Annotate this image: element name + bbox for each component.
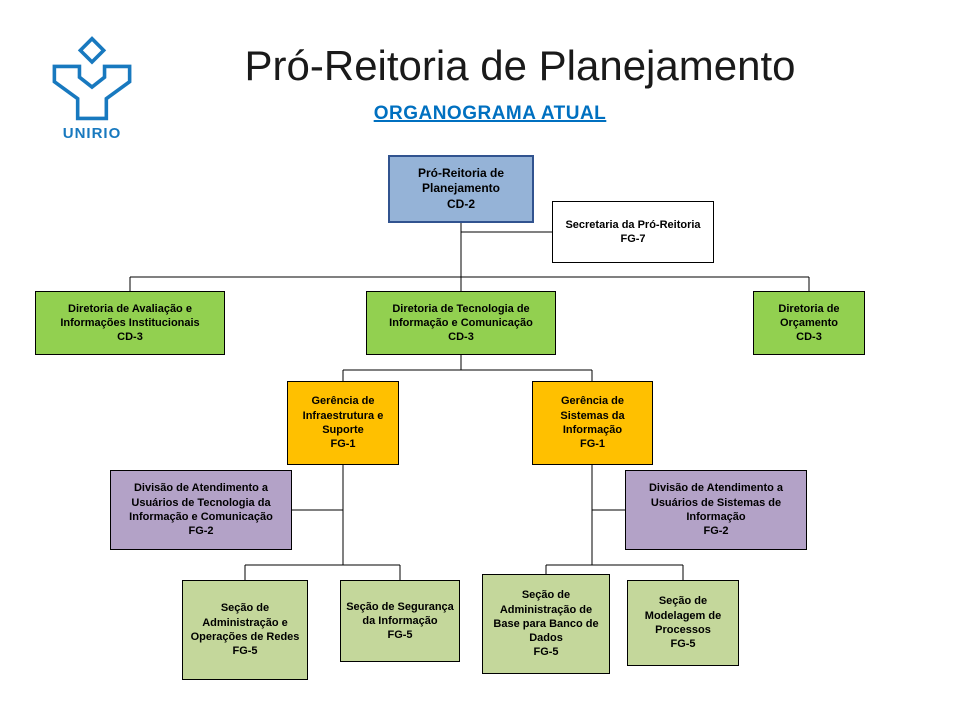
page-subtitle: ORGANOGRAMA ATUAL	[373, 103, 607, 124]
org-node-code: CD-3	[448, 331, 474, 344]
org-node-name: Gerência de Infraestrutura e Suporte	[302, 395, 384, 436]
org-node-code: FG-1	[330, 438, 356, 451]
org-node-name: Secretaria da Pró-Reitoria	[565, 218, 701, 231]
org-node-name: Seção de Administração de Base para Banc…	[493, 589, 599, 645]
org-node-name: Gerência de Sistemas da Informação	[560, 395, 625, 436]
org-node-secao-redes: Seção de Administração e Operações de Re…	[182, 580, 308, 680]
org-node-secao-seguranca: Seção de Segurança da Informação FG-5	[340, 580, 460, 662]
org-node-code: FG-2	[188, 525, 214, 538]
unirio-logo-icon	[52, 36, 132, 121]
org-node-name: Pró-Reitoria de Planejamento	[417, 165, 504, 196]
org-node-diretoria-tecnologia: Diretoria de Tecnologia de Informação e …	[366, 291, 556, 355]
org-node-name: Diretoria de Avaliação e Informações Ins…	[60, 302, 200, 329]
org-node-name: Seção de Modelagem de Processos	[644, 595, 722, 636]
page-title: Pró-Reitoria de Planejamento	[244, 42, 796, 89]
org-node-code: CD-3	[117, 331, 143, 344]
org-node-code: FG-2	[703, 525, 729, 538]
org-node-gerencia-sistemas: Gerência de Sistemas da Informação FG-1	[532, 381, 653, 465]
org-node-code: FG-5	[232, 645, 258, 658]
org-node-code: FG-7	[620, 233, 646, 245]
org-node-name: Seção de Administração e Operações de Re…	[190, 602, 300, 643]
org-node-gerencia-infraestrutura: Gerência de Infraestrutura e Suporte FG-…	[287, 381, 399, 465]
org-node-name: Seção de Segurança da Informação	[346, 600, 454, 627]
org-node-name: Divisão de Atendimento a Usuários de Sis…	[648, 482, 784, 523]
unirio-logo-text: UNIRIO	[62, 125, 122, 142]
org-node-name: Divisão de Atendimento a Usuários de Tec…	[129, 482, 273, 523]
org-node-secretaria: Secretaria da Pró-Reitoria FG-7	[552, 201, 714, 263]
org-node-code: FG-1	[579, 438, 606, 451]
org-node-name: Diretoria de Tecnologia de Informação e …	[389, 302, 533, 329]
org-node-code: FG-5	[533, 646, 559, 659]
org-node-name: Diretoria de Orçamento	[778, 302, 840, 329]
org-node-secao-modelagem: Seção de Modelagem de Processos FG-5	[627, 580, 739, 666]
org-node-diretoria-avaliacao: Diretoria de Avaliação e Informações Ins…	[35, 291, 225, 355]
org-node-code: CD-2	[446, 196, 475, 211]
org-node-secao-banco-dados: Seção de Administração de Base para Banc…	[482, 574, 610, 674]
org-node-pro-reitoria: Pró-Reitoria de Planejamento CD-2	[388, 155, 534, 223]
org-node-code: FG-5	[387, 629, 413, 642]
org-node-code: FG-5	[670, 638, 696, 651]
org-node-diretoria-orcamento: Diretoria de Orçamento CD-3	[753, 291, 865, 355]
org-node-divisao-atendimento-sistemas: Divisão de Atendimento a Usuários de Sis…	[625, 470, 807, 550]
unirio-logo: UNIRIO	[44, 36, 140, 142]
org-node-code: CD-3	[796, 331, 822, 344]
org-node-divisao-atendimento-tic: Divisão de Atendimento a Usuários de Tec…	[110, 470, 292, 550]
